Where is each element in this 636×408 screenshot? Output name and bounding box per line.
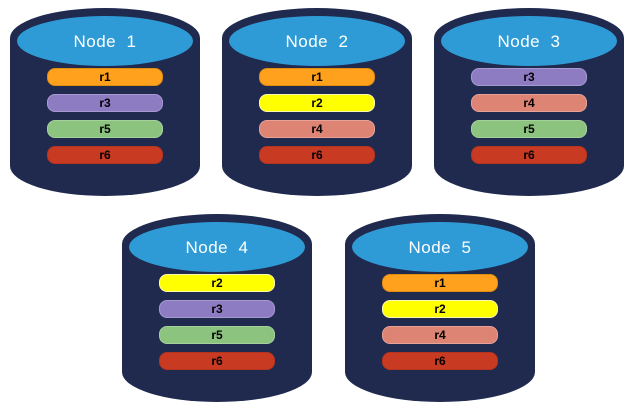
replica-bar-label: r5 (211, 328, 223, 342)
replica-bar: r4 (259, 120, 375, 138)
replica-bar: r6 (471, 146, 587, 164)
replica-bar: r2 (159, 274, 275, 292)
cylinder-top-ellipse: Node 4 (129, 222, 305, 272)
replica-bar: r3 (159, 300, 275, 318)
node-title: Node 5 (408, 238, 472, 257)
replica-bar-label: r4 (523, 96, 535, 110)
replica-bar: r1 (259, 68, 375, 86)
replica-bar-label: r2 (434, 302, 446, 316)
replica-bar: r6 (259, 146, 375, 164)
replica-bar-label: r4 (311, 122, 323, 136)
replica-bars: r2 r3 r5 r6 (159, 274, 275, 370)
replica-bar: r1 (47, 68, 163, 86)
replica-bars: r1 r3 r5 r6 (47, 68, 163, 164)
replica-bar: r2 (382, 300, 498, 318)
cylinder-top-ellipse: Node 1 (17, 16, 193, 66)
node-cylinder: Node 2 r1 r2 r4 r6 (222, 8, 412, 196)
replica-bar-label: r3 (523, 70, 535, 84)
replica-bar: r6 (159, 352, 275, 370)
replica-bar-label: r5 (523, 122, 535, 136)
replica-bar-label: r6 (311, 148, 323, 162)
replica-bar-label: r1 (434, 276, 446, 290)
replica-bar: r5 (471, 120, 587, 138)
replica-bar: r2 (259, 94, 375, 112)
replica-bars: r1 r2 r4 r6 (382, 274, 498, 370)
replica-bar-label: r5 (99, 122, 111, 136)
node-title: Node 3 (497, 32, 561, 51)
cylinder-top-ellipse: Node 3 (441, 16, 617, 66)
node-cylinder: Node 4 r2 r3 r5 r6 (122, 214, 312, 402)
replica-bar: r3 (471, 68, 587, 86)
replica-bars: r1 r2 r4 r6 (259, 68, 375, 164)
replica-bar-label: r2 (211, 276, 223, 290)
node-cylinder: Node 1 r1 r3 r5 r6 (10, 8, 200, 196)
replica-bar-label: r6 (211, 354, 223, 368)
replica-bars: r3 r4 r5 r6 (471, 68, 587, 164)
replica-bar-label: r6 (523, 148, 535, 162)
node-cylinder: Node 3 r3 r4 r5 r6 (434, 8, 624, 196)
node-title: Node 2 (285, 32, 349, 51)
cylinder-top-ellipse: Node 2 (229, 16, 405, 66)
replica-bar-label: r6 (99, 148, 111, 162)
replica-bar-label: r1 (99, 70, 111, 84)
replica-bar: r5 (159, 326, 275, 344)
replica-bar: r5 (47, 120, 163, 138)
replica-bar: r6 (382, 352, 498, 370)
cylinder-top-ellipse: Node 5 (352, 222, 528, 272)
node-title: Node 1 (73, 32, 137, 51)
replica-bar-label: r4 (434, 328, 446, 342)
replica-bar-label: r2 (311, 96, 323, 110)
node-cylinder: Node 5 r1 r2 r4 r6 (345, 214, 535, 402)
replica-bar-label: r1 (311, 70, 323, 84)
node-title: Node 4 (185, 238, 249, 257)
replica-bar: r1 (382, 274, 498, 292)
replica-bar: r4 (382, 326, 498, 344)
replica-bar: r3 (47, 94, 163, 112)
replica-bar-label: r3 (99, 96, 111, 110)
replica-bar: r4 (471, 94, 587, 112)
replica-bar-label: r3 (211, 302, 223, 316)
replica-bar-label: r6 (434, 354, 446, 368)
replica-bar: r6 (47, 146, 163, 164)
